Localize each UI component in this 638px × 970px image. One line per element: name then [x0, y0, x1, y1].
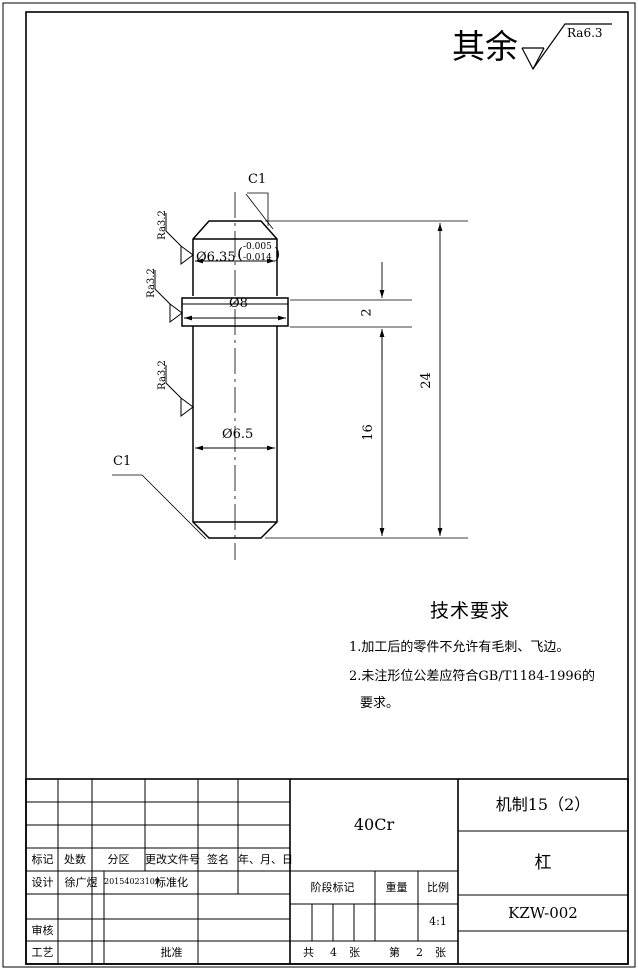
chamfer-leader-bottom [112, 474, 207, 540]
tb-header-zone: 分区 [107, 853, 130, 866]
tb-design-label: 设计 [31, 876, 54, 889]
dia-neck-label: Ø6.35 [196, 250, 236, 265]
dia-groove-label: Ø8 [229, 296, 248, 311]
tb-header-count: 处数 [64, 853, 86, 866]
chamfer-leader-top [247, 192, 269, 226]
tb-scale-label: 比例 [427, 881, 449, 894]
note-item-2: 2.未注形位公差应符合GB/T1184-1996的 [349, 669, 595, 684]
roughness-label-groove: Ra3.2 [145, 268, 157, 298]
surface-note-label: 其余 [452, 27, 518, 66]
chamfer-label-top: C1 [248, 172, 267, 187]
dim-body-length-label: 16 [360, 424, 376, 441]
roughness-symbol-neck [165, 213, 194, 265]
tb-header-mark: 标记 [31, 853, 54, 866]
tb-process-label: 工艺 [31, 946, 54, 959]
dia-body-label: Ø6.5 [222, 427, 254, 442]
tb-review-label: 审核 [31, 924, 54, 937]
roughness-symbol-groove [154, 270, 183, 323]
tol-lower-label: -0.014 [243, 253, 272, 263]
roughness-label-neck: Ra3.2 [156, 210, 168, 240]
note-item-3: 要求。 [360, 696, 400, 711]
title-block-grid [25, 778, 629, 965]
tb-index-label: 第 [389, 946, 400, 959]
tol-upper-label: -0.005 [243, 242, 272, 252]
tb-total-unit: 张 [349, 946, 360, 959]
roughness-label-body: Ra3.2 [156, 360, 168, 390]
tb-header-change-doc: 更改文件号 [145, 853, 200, 866]
tb-material: 40Cr [353, 815, 395, 834]
tb-stage-label: 阶段标记 [310, 881, 355, 894]
notes-title: 技术要求 [430, 600, 511, 622]
extension-lines [265, 220, 468, 539]
tb-part-name: 杠 [534, 853, 552, 873]
tb-index-count: 2 [416, 946, 423, 959]
surface-roughness-value: Ra6.3 [567, 26, 603, 40]
tb-header-date: 年、月、日 [238, 853, 293, 866]
surface-finish-symbol [521, 23, 612, 71]
chamfer-leader-top-diag [245, 193, 274, 230]
dim-total-length-label: 24 [418, 372, 434, 389]
tb-total-label: 共 [303, 946, 314, 959]
tb-drawing-no: KZW-002 [508, 904, 578, 922]
tol-bracket-open: ( [237, 244, 244, 263]
tb-designer: 徐广煜 [64, 876, 98, 889]
tb-approve-label: 批准 [160, 946, 183, 959]
tb-standard-label: 标准化 [155, 876, 188, 889]
tol-bracket-close: ) [274, 244, 281, 263]
tb-header-signature: 签名 [207, 853, 229, 866]
chamfer-label-bottom: C1 [113, 454, 132, 469]
note-item-1: 1.加工后的零件不允许有毛刺、飞边。 [349, 640, 570, 655]
dim-groove-width-label: 2 [359, 308, 375, 317]
tb-total-count: 4 [330, 946, 337, 959]
roughness-symbol-body [165, 365, 194, 417]
tb-scale-value: 4:1 [429, 915, 447, 928]
tb-student-id: 20154023109 [104, 877, 160, 886]
tb-project: 机制15（2） [495, 795, 591, 814]
tb-weight-label: 重量 [385, 881, 408, 894]
tb-index-unit: 张 [435, 946, 446, 959]
